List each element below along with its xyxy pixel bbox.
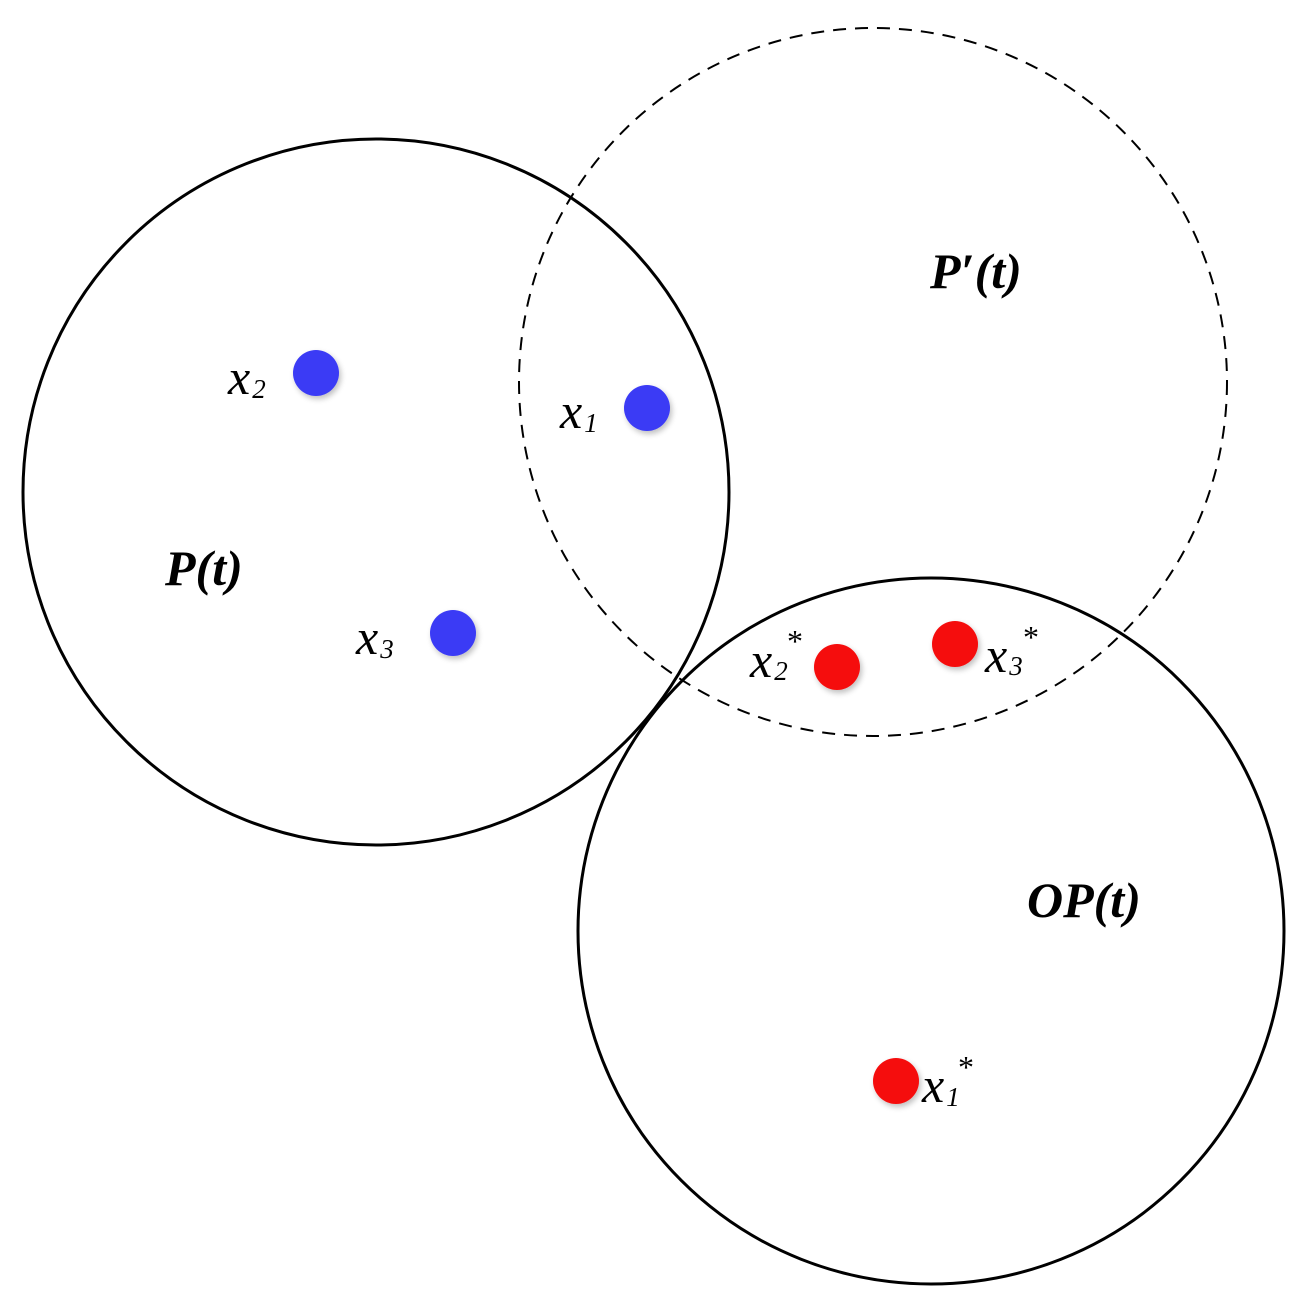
point-x1 bbox=[624, 385, 670, 431]
point-x2-star bbox=[814, 644, 860, 690]
population-circle bbox=[21, 137, 731, 847]
label-x2: x2 bbox=[227, 349, 266, 405]
label-x2-star: x2 bbox=[749, 632, 788, 688]
point-x2 bbox=[293, 350, 339, 396]
population-label: P(t) bbox=[164, 540, 243, 596]
point-x1-star bbox=[873, 1058, 919, 1104]
label-x1: x1 bbox=[559, 383, 598, 439]
label-x1-star-sup: * bbox=[958, 1049, 974, 1085]
point-x3-star bbox=[932, 621, 978, 667]
label-x1-star: x1 bbox=[921, 1057, 960, 1113]
label-x2-star-sup: * bbox=[787, 623, 803, 659]
opposite-population-label: OP(t) bbox=[1027, 872, 1141, 928]
mirrored-population-label: P′(t) bbox=[929, 243, 1022, 299]
label-x3-star-sup: * bbox=[1023, 619, 1039, 655]
label-x3-star: x3 bbox=[984, 627, 1023, 683]
mirrored-population-circle bbox=[518, 27, 1228, 737]
point-x3 bbox=[430, 610, 476, 656]
opposite-population-circle bbox=[576, 576, 1286, 1286]
label-x3: x3 bbox=[355, 609, 394, 665]
